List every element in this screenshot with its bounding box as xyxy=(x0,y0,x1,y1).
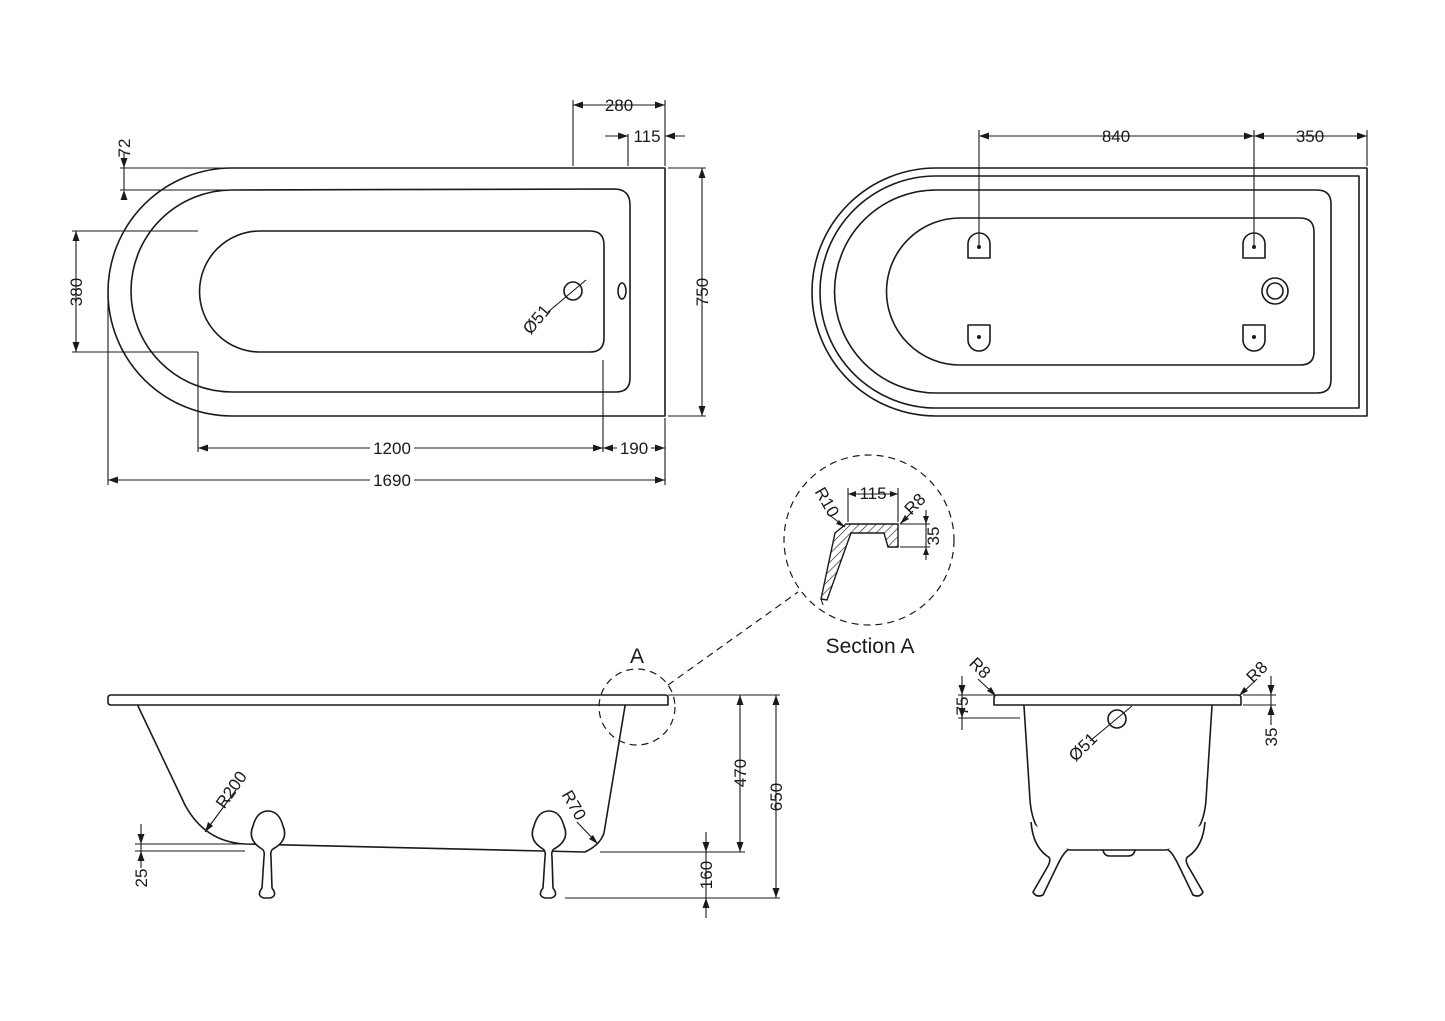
end-dim-r8-left: R8 xyxy=(965,654,994,683)
section-marker-a: A xyxy=(630,645,644,668)
dim-dia51-top: Ø51 xyxy=(519,301,554,338)
top-view: 280 115 72 380 750 Ø51 1200 xyxy=(67,96,712,490)
overflow-hole-end xyxy=(1107,709,1127,729)
end-dim-75: 75 xyxy=(953,697,972,716)
section-dim-r10: R10 xyxy=(811,484,843,521)
dim-350: 350 xyxy=(1296,127,1324,146)
end-dim-35: 35 xyxy=(1262,728,1281,747)
dim-470: 470 xyxy=(731,759,750,787)
dim-r70: R70 xyxy=(558,787,590,824)
foot-mount-bottom-left xyxy=(967,324,991,352)
dim-160: 160 xyxy=(697,861,716,889)
dim-72: 72 xyxy=(115,139,134,158)
dim-650: 650 xyxy=(767,783,786,811)
dim-190: 190 xyxy=(620,439,648,458)
end-view: Ø51 75 35 R8 R8 xyxy=(953,654,1281,897)
dim-280: 280 xyxy=(605,96,633,115)
foot-mount-bottom-right xyxy=(1242,324,1266,352)
dim-840: 840 xyxy=(1102,127,1130,146)
waste-outlet xyxy=(1261,277,1289,305)
dim-115-top: 115 xyxy=(633,127,660,146)
end-dim-dia51: Ø51 xyxy=(1065,729,1101,765)
waste-hole xyxy=(563,281,583,301)
claw-foot-right xyxy=(531,810,567,899)
dim-750: 750 xyxy=(693,278,712,306)
overflow-slot xyxy=(617,282,627,300)
section-dim-r8: R8 xyxy=(901,490,930,519)
side-view: A 470 650 160 25 R200 R70 xyxy=(107,645,786,918)
claw-foot-end-right xyxy=(1167,821,1206,897)
dim-380: 380 xyxy=(67,278,86,306)
dim-r200: R200 xyxy=(212,768,251,812)
dim-1200: 1200 xyxy=(373,439,411,458)
section-a-detail: 115 R10 R8 35 Section A xyxy=(667,454,955,686)
section-dim-35: 35 xyxy=(924,527,943,546)
claw-foot-end-left xyxy=(1030,821,1069,897)
claw-foot-left xyxy=(250,810,286,899)
end-dim-r8-right: R8 xyxy=(1243,658,1272,687)
underside-view: 840 350 xyxy=(811,127,1368,417)
section-dim-115: 115 xyxy=(859,484,886,503)
section-a-title: Section A xyxy=(826,635,915,658)
dim-1690: 1690 xyxy=(373,471,411,490)
dim-25: 25 xyxy=(132,869,151,888)
